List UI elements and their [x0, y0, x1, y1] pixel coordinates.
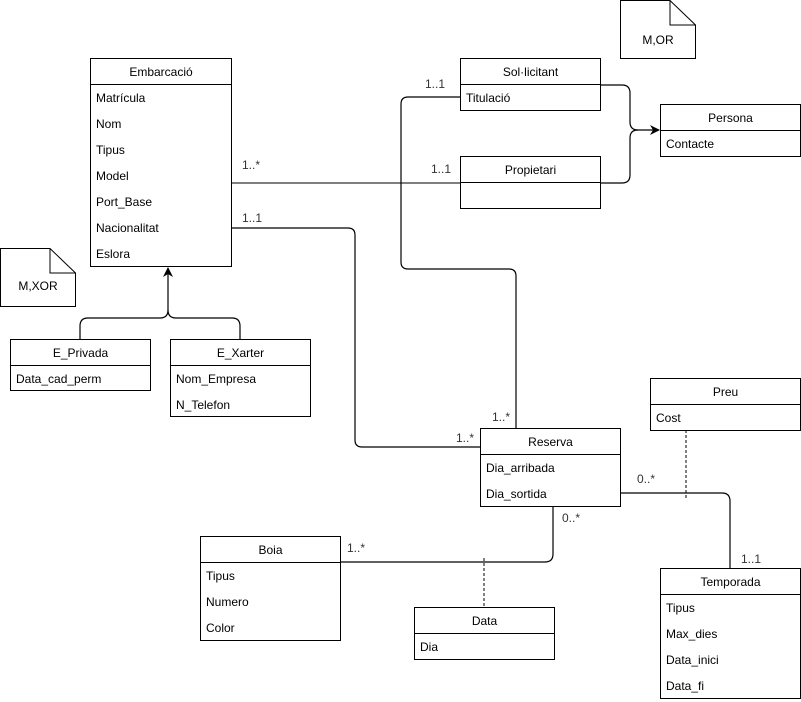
attribute-tipus: Tipus [96, 143, 125, 157]
class-e-xarter[interactable]: E_Xarter Nom_Empresa N_Telefon [170, 339, 311, 417]
multiplicity-embarcacio-reserva-left: 1..1 [242, 211, 263, 225]
multiplicity-embarcacio-propietari-right: 1..1 [431, 162, 452, 176]
class-e-privada[interactable]: E_Privada Data_cad_perm [10, 339, 151, 391]
association-reserva-temporada[interactable] [620, 492, 731, 568]
note-m-or-text: M,OR [642, 33, 674, 47]
class-solicitant-name: Sol·licitant [461, 59, 600, 85]
association-solicitant-reserva[interactable] [400, 96, 517, 428]
attribute-data-fi: Data_fi [666, 679, 705, 693]
class-propietari[interactable]: Propietari [460, 156, 601, 209]
multiplicity-reserva-temporada-left: 0..* [637, 472, 656, 486]
class-e-xarter-name: E_Xarter [171, 340, 310, 366]
class-e-privada-name: E_Privada [11, 340, 150, 366]
multiplicity-embarcacio-propietari-left: 1..* [242, 158, 261, 172]
multiplicity-solicitant-reserva-bottom: 1..* [492, 410, 511, 424]
class-persona-name: Persona [661, 105, 800, 131]
generalization-exarter-embarcacio[interactable] [167, 309, 241, 339]
attribute-temporada-tipus: Tipus [666, 601, 695, 615]
attribute-data-cad-perm: Data_cad_perm [16, 372, 102, 386]
class-embarcacio-name: Embarcació [91, 59, 231, 85]
attribute-eslora: Eslora [96, 247, 131, 261]
multiplicity-reserva-temporada-right: 1..1 [741, 552, 762, 566]
attribute-dia-sortida: Dia_sortida [486, 487, 547, 501]
attribute-color: Color [206, 621, 235, 635]
class-temporada[interactable]: Temporada Tipus Max_dies Data_inici Data… [660, 568, 801, 699]
generalization-propietari-persona[interactable] [600, 129, 639, 184]
class-reserva[interactable]: Reserva Dia_arribada Dia_sortida [480, 428, 621, 507]
attribute-dia: Dia [420, 640, 439, 654]
attribute-max-dies: Max_dies [666, 627, 718, 641]
attribute-model: Model [96, 169, 129, 183]
association-embarcacio-reserva[interactable] [232, 227, 480, 448]
attribute-nacionalitat: Nacionalitat [96, 221, 159, 235]
note-m-or: M,OR [620, 0, 696, 59]
class-preu-name: Preu [651, 379, 800, 405]
multiplicity-solicitant-reserva-top: 1..1 [425, 77, 446, 91]
class-reserva-name: Reserva [481, 429, 620, 455]
attribute-boia-tipus: Tipus [206, 569, 235, 583]
generalization-solicitant-persona[interactable] [600, 84, 660, 135]
class-data[interactable]: Data Dia [414, 607, 555, 660]
attribute-nom: Nom [96, 117, 122, 131]
attribute-matricula: Matrícula [96, 91, 146, 105]
class-data-name: Data [415, 608, 554, 634]
class-boia[interactable]: Boia Tipus Numero Color [200, 536, 341, 641]
class-propietari-empty-attributes [461, 183, 600, 209]
class-embarcacio[interactable]: Embarcació Matrícula Nom Tipus Model Por… [90, 58, 232, 267]
multiplicity-embarcacio-reserva-right: 1..* [456, 431, 475, 445]
attribute-dia-arribada: Dia_arribada [486, 461, 555, 475]
class-preu[interactable]: Preu Cost [650, 378, 801, 431]
generalization-eprivada-embarcacio[interactable] [79, 267, 173, 339]
class-temporada-name: Temporada [661, 569, 800, 595]
note-m-xor: M,XOR [0, 248, 76, 307]
multiplicity-reserva-boia-left: 1..* [347, 541, 366, 555]
attribute-nom-empresa: Nom_Empresa [176, 372, 257, 386]
class-persona[interactable]: Persona Contacte [660, 104, 801, 157]
class-propietari-name: Propietari [461, 157, 600, 183]
multiplicity-reserva-boia-top: 0..* [562, 511, 581, 525]
class-boia-name: Boia [201, 537, 340, 563]
attribute-contacte: Contacte [666, 137, 715, 151]
class-solicitant[interactable]: Sol·licitant Titulació [460, 58, 601, 111]
attribute-data-inici: Data_inici [666, 653, 719, 667]
attribute-port-base: Port_Base [96, 195, 153, 209]
association-reserva-boia[interactable] [340, 507, 554, 563]
attribute-numero: Numero [206, 595, 249, 609]
note-m-xor-text: M,XOR [18, 279, 58, 293]
attribute-cost: Cost [656, 411, 681, 425]
attribute-titulacio: Titulació [466, 91, 511, 105]
attribute-n-telefon: N_Telefon [176, 398, 231, 412]
